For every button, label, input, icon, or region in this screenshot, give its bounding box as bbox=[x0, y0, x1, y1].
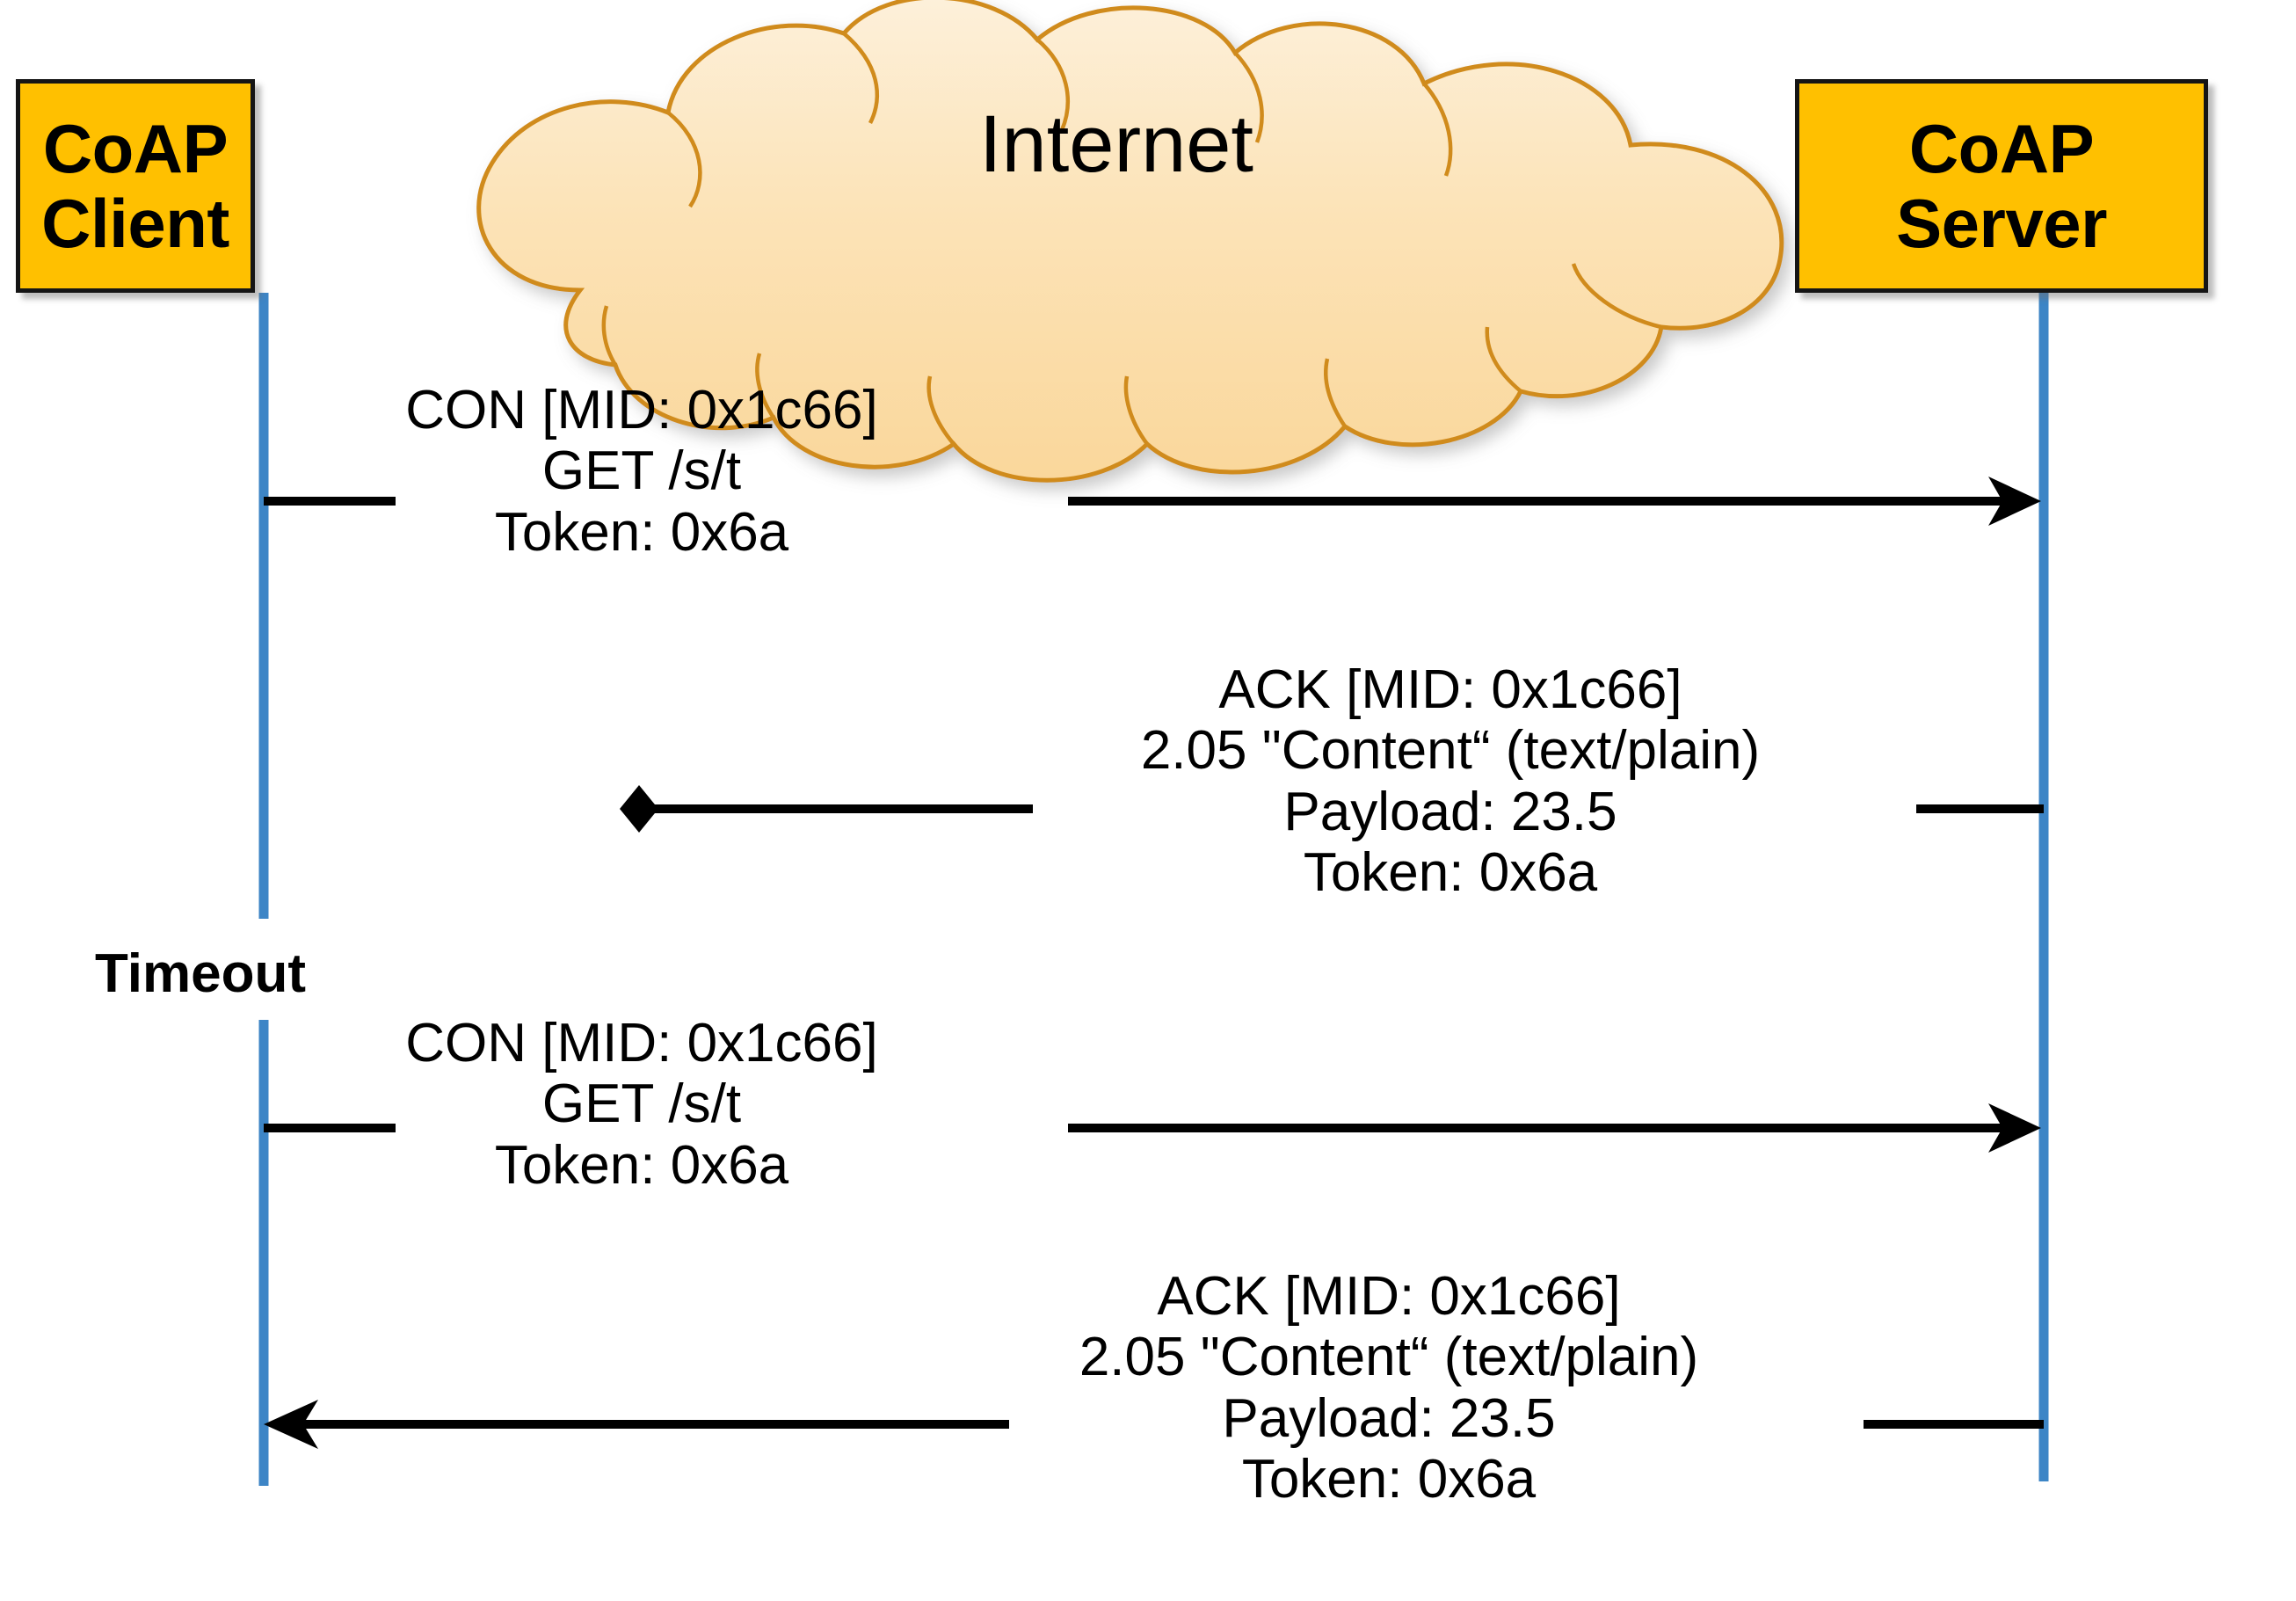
message-line: CON [MID: 0x1c66] bbox=[405, 380, 878, 440]
arrow-ack-response-1-lost bbox=[620, 785, 2044, 833]
message-line: 2.05 "Content“ (text/plain) bbox=[1140, 720, 1761, 782]
message-line: GET /s/t bbox=[541, 440, 742, 502]
lost-message-diamond-icon bbox=[620, 785, 658, 833]
message-label-con-request-1: CON [MID: 0x1c66] GET /s/t Token: 0x6a bbox=[264, 380, 1020, 563]
arrow-ack-response-2 bbox=[264, 1400, 2044, 1449]
node-coap-client-line1: CoAP bbox=[42, 110, 229, 188]
timeout-annotation: Timeout bbox=[95, 943, 306, 1004]
message-line: Payload: 23.5 bbox=[1222, 1387, 1556, 1449]
node-coap-server-line2: Server bbox=[1896, 184, 2107, 262]
message-line: Token: 0x6a bbox=[494, 1134, 789, 1196]
message-line: Payload: 23.5 bbox=[1283, 781, 1617, 842]
node-coap-server-line1: CoAP bbox=[1908, 110, 2095, 188]
message-line: 2.05 "Content“ (text/plain) bbox=[1079, 1327, 1699, 1388]
message-line: Token: 0x6a bbox=[1303, 842, 1598, 904]
node-coap-server[interactable]: CoAP Server bbox=[1795, 79, 2208, 293]
message-line: GET /s/t bbox=[541, 1073, 742, 1135]
message-line: Token: 0x6a bbox=[494, 501, 789, 563]
node-coap-client[interactable]: CoAP Client bbox=[16, 79, 255, 293]
message-label-con-request-2: CON [MID: 0x1c66] GET /s/t Token: 0x6a bbox=[264, 1013, 1020, 1196]
internet-cloud-label: Internet bbox=[979, 99, 1253, 189]
message-label-ack-response-1: ACK [MID: 0x1c66] 2.05 "Content“ (text/p… bbox=[1037, 659, 1864, 904]
message-label-ack-response-2: ACK [MID: 0x1c66] 2.05 "Content“ (text/p… bbox=[976, 1266, 1802, 1510]
message-line: Token: 0x6a bbox=[1241, 1449, 1537, 1510]
node-coap-client-line2: Client bbox=[41, 184, 229, 262]
message-line: CON [MID: 0x1c66] bbox=[405, 1013, 878, 1073]
message-line: ACK [MID: 0x1c66] bbox=[1218, 659, 1682, 720]
arrow-con-request-2 bbox=[264, 1103, 2041, 1153]
internet-cloud bbox=[476, 0, 1784, 483]
message-line: ACK [MID: 0x1c66] bbox=[1157, 1266, 1621, 1327]
arrow-con-request-1 bbox=[264, 477, 2041, 526]
